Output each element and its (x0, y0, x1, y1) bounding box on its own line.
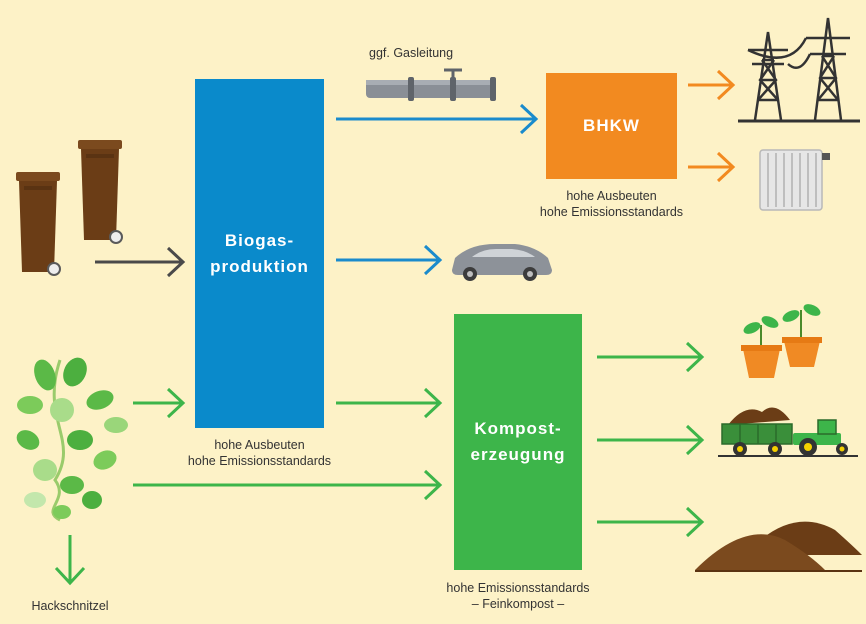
arrow-kompost-to-tractor (597, 424, 705, 456)
tractor-trailer-icon (718, 407, 858, 457)
kompost-box-title: Kompost- erzeugung (470, 419, 566, 464)
arrow-biogas-to-car (336, 244, 443, 276)
arrow-plant-to-kompost (133, 469, 443, 501)
arrow-kompost-to-pots (597, 341, 705, 373)
hackschnitzel-label: Hackschnitzel (31, 599, 109, 613)
compost-heap-icon (695, 521, 862, 572)
arrow-plant-to-biogas (133, 387, 186, 419)
biogas-box-title: Biogas- produktion (210, 230, 309, 276)
car-icon (452, 244, 552, 281)
arrow-bhkw-to-power (688, 69, 736, 101)
biogas-production-box: Biogas- produktion (195, 79, 324, 428)
gas-pipe-icon (366, 68, 496, 101)
arrow-bhkw-to-heat (688, 151, 736, 183)
bhkw-box: BHKW (546, 73, 677, 179)
kompost-note-line-2: – Feinkompost – (471, 597, 565, 611)
bhkw-note-line-2: hohe Emissionsstandards (539, 205, 684, 219)
pipeline-label: ggf. Gasleitung (369, 46, 454, 60)
potted-plant-icon (741, 304, 822, 378)
arrow-kompost-to-heap (597, 506, 705, 538)
radiator-icon (759, 149, 830, 211)
biogas-note-line-2: hohe Emissionsstandards (187, 454, 332, 468)
kompost-note: hohe Emissionsstandards – Feinkompost – (428, 580, 608, 612)
bhkw-box-title: BHKW (583, 116, 640, 135)
arrow-plant-to-hackschnitzel (54, 535, 86, 586)
arrow-biogas-to-kompost (336, 387, 443, 419)
arrow-biogas-to-bhkw (336, 103, 539, 135)
biogas-note-line-1: hohe Ausbeuten (214, 438, 305, 452)
bhkw-note: hohe Ausbeuten hohe Emissionsstandards (540, 188, 683, 220)
bhkw-note-line-1: hohe Ausbeuten (566, 189, 657, 203)
compost-production-box: Kompost- erzeugung (454, 314, 582, 570)
biogas-note: hohe Ausbeuten hohe Emissionsstandards (175, 437, 344, 469)
kompost-note-line-1: hohe Emissionsstandards (446, 581, 590, 595)
arrow-bins-to-biogas (95, 246, 186, 278)
organic-waste-bin-icon (15, 139, 123, 276)
green-waste-plant-icon (16, 357, 128, 522)
power-pylon-icon (738, 17, 860, 123)
